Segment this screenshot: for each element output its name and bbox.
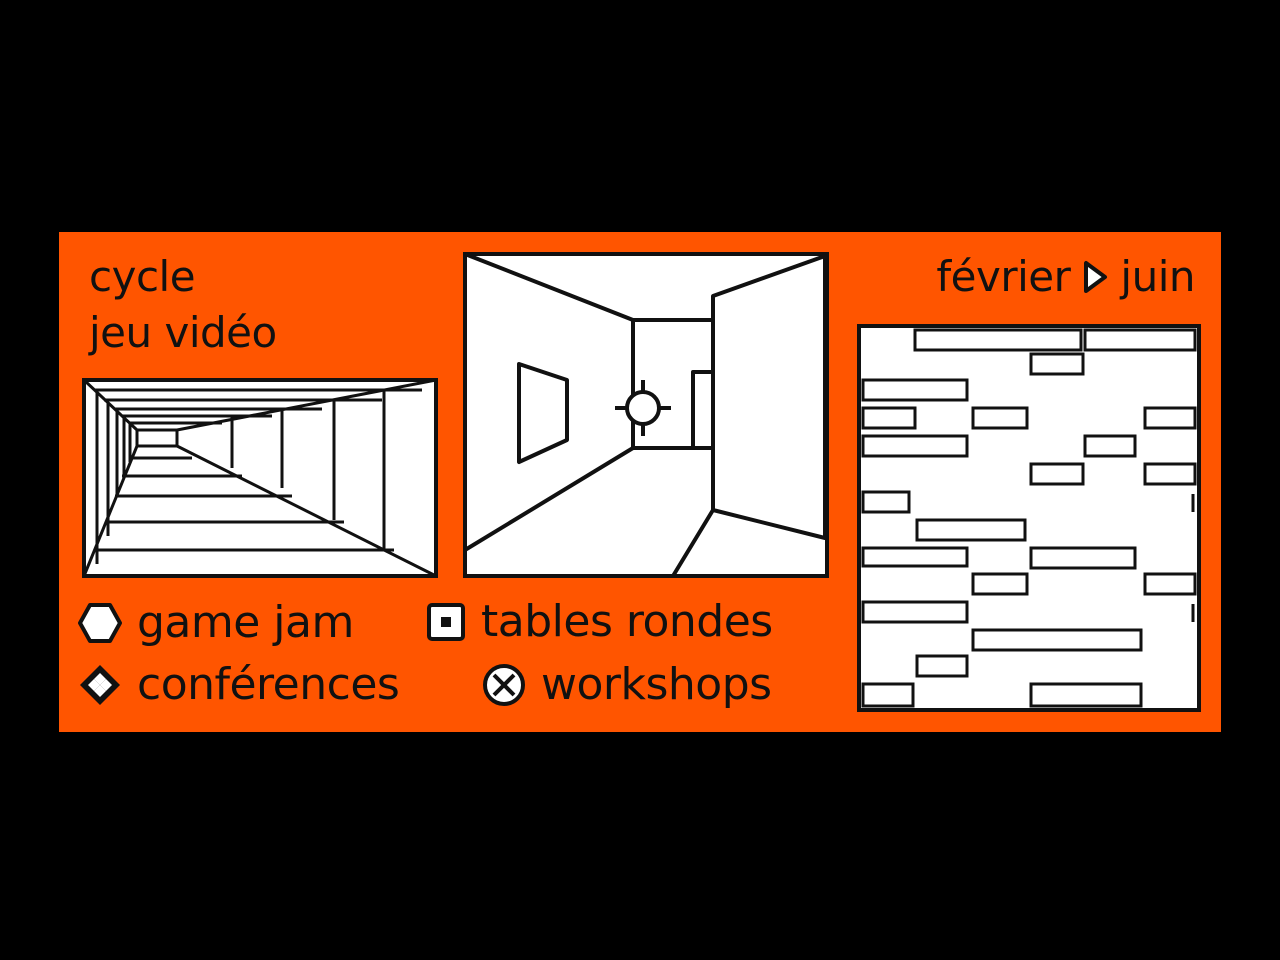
legend-item-game-jam: game jam [77, 600, 354, 646]
legend-item-workshops: workshops [481, 662, 772, 708]
legend-item-tables-rondes: tables rondes [425, 600, 773, 644]
legend-label: tables rondes [481, 596, 773, 647]
title-line-1: cycle [89, 252, 196, 301]
legend-label: conférences [137, 659, 400, 710]
event-banner: cycle jeu vidéo février juin [59, 232, 1221, 732]
date-start: février [936, 252, 1071, 301]
title-line-2: jeu vidéo [89, 308, 277, 357]
hexagon-icon [78, 603, 122, 643]
legend-label: workshops [541, 659, 772, 710]
brick-pattern-illustration [857, 324, 1201, 712]
tunnel-illustration [82, 378, 438, 578]
legend-item-conferences: conférences [77, 659, 400, 710]
square-dot-icon [427, 603, 465, 641]
diamond-grid-icon [80, 665, 120, 705]
legend-label: game jam [137, 597, 354, 648]
date-end: juin [1120, 252, 1195, 301]
circle-cross-icon [483, 664, 525, 706]
date-range: février juin [936, 256, 1195, 298]
first-person-view-illustration [463, 252, 829, 578]
play-triangle-icon [1084, 261, 1108, 293]
